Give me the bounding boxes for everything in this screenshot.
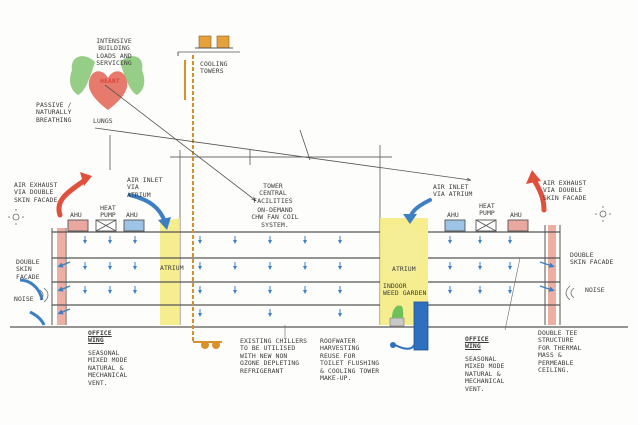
central-floors (180, 231, 380, 306)
office-wing-left-title: OFFICE WING (88, 329, 112, 345)
office-wing-right-title: OFFICE WING (465, 335, 489, 351)
cooling-tower-units (177, 35, 240, 56)
ahu-label-4: AHU (510, 211, 522, 219)
connector-lines (94, 84, 470, 200)
ahu-label-1: AHU (70, 211, 82, 219)
air-inlet-left-label: AIR INLET VIA ATRIUM (127, 176, 163, 199)
noise-left-label: NOISE (14, 295, 34, 303)
atrium-right-glow (382, 224, 422, 280)
exhaust-arrows (56, 170, 547, 218)
rainwater-tank (390, 301, 429, 351)
intensive-building-label: INTENSIVE BUILDING LOADS AND SERVICING (96, 37, 132, 68)
central-tower (170, 145, 392, 325)
atrium-left-fill (160, 218, 180, 325)
indoor-garden-label: INDOOR WEED GARDEN (383, 282, 427, 298)
air-exhaust-right-label: AIR EXHAUST VIA DOUBLE SKIN FACADE (543, 179, 587, 202)
ahu-label-2: AHU (126, 211, 138, 219)
chilled-water-riser (184, 55, 222, 343)
heart-lungs (70, 56, 145, 110)
inlet-arrows (19, 193, 432, 326)
double-skin-left-label: DOUBLE SKIN FACADE (16, 258, 40, 281)
cooling-towers-label: COOLING TOWERS (200, 60, 228, 76)
noise-sun-marks (8, 206, 611, 303)
ahu-units (67, 219, 529, 232)
double-tee-label: DOUBLE TEE STRUCTURE FOR THERMAL MASS & … (538, 329, 582, 375)
atrium-right-label: ATRIUM (392, 265, 416, 273)
air-exhaust-left-label: AIR EXHAUST VIA DOUBLE SKIN FACADE (14, 181, 58, 204)
existing-chillers-label: EXISTING CHILLERS TO BE UTILISED WITH NE… (240, 337, 308, 375)
lungs-label: LUNGS (93, 117, 113, 125)
chiller-pumps (201, 341, 220, 349)
heart-label: HEART (100, 77, 120, 85)
passive-breathing-label: PASSIVE / NATURALLY BREATHING (36, 101, 72, 124)
tower-central-facilities-label: TOWER CENTRAL FACILITIES (253, 182, 293, 205)
office-wing-left (51, 228, 180, 325)
rainwater-label: ROOFWATER HARVESTING REUSE FOR TOILET FL… (320, 337, 380, 383)
noise-right-label: NOISE (585, 286, 605, 294)
indoor-garden-plant (389, 305, 405, 327)
air-inlet-right-label: AIR INLET VIA ATRIUM (433, 183, 473, 199)
leader-lines (284, 257, 521, 338)
double-skin-right-label: DOUBLE SKIN FACADE (570, 251, 614, 267)
heat-pump-right-label: HEAT PUMP (479, 202, 495, 218)
office-wing-left-desc: SEASONAL MIXED MODE NATURAL & MECHANICAL… (88, 349, 128, 387)
on-demand-label: ON-DEMAND CHW FAN COIL SYSTEM. (251, 206, 299, 229)
heat-pump-left-label: HEAT PUMP (100, 204, 116, 220)
office-wing-right-desc: SEASONAL MIXED MODE NATURAL & MECHANICAL… (465, 355, 505, 393)
office-wing-right (428, 225, 561, 325)
ahu-label-3: AHU (447, 211, 459, 219)
fan-coil-arrows (83, 236, 512, 317)
atrium-left-label: ATRIUM (160, 264, 184, 272)
